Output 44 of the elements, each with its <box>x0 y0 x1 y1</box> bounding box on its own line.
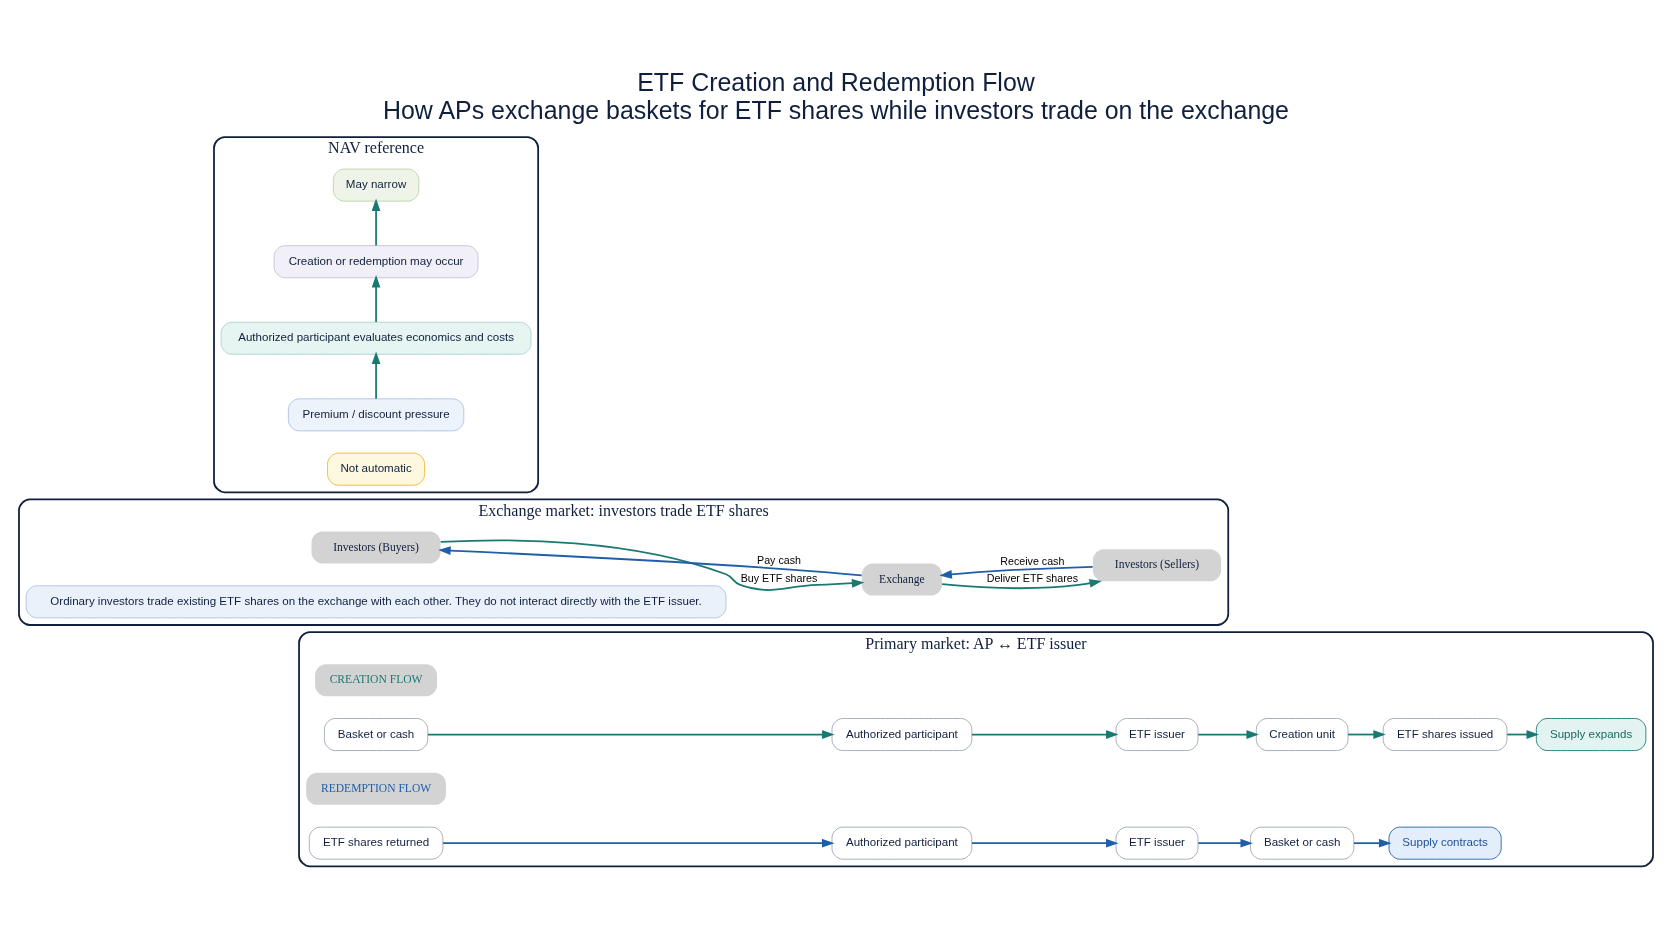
arrow <box>439 539 865 591</box>
arrow <box>941 579 1102 590</box>
node-box: Supply contracts <box>1388 826 1502 860</box>
arrow <box>1347 730 1386 739</box>
arrow <box>371 198 381 247</box>
node-box: ETF shares returned <box>308 826 444 860</box>
arrow <box>971 730 1119 739</box>
arrow <box>371 351 381 400</box>
node-box: Authorized participant <box>831 826 973 860</box>
node-box: Creation unit <box>1255 718 1349 751</box>
caption: How APs exchange baskets for ETF shares while investors trade on the exchange <box>383 95 1289 124</box>
arrow <box>442 838 835 848</box>
edge-label: Buy ETF shares <box>740 571 818 584</box>
arrow <box>427 730 835 739</box>
node-box: CREATION FLOW <box>315 664 438 697</box>
node-box: May narrow <box>332 168 420 202</box>
node-box: Creation or redemption may occur <box>273 245 479 279</box>
arrow <box>971 838 1119 848</box>
arrow <box>371 275 381 323</box>
node-box: ETF issuer <box>1115 718 1199 751</box>
node-box: Authorized participant <box>831 718 973 751</box>
node-box: Basket or cash <box>323 718 429 751</box>
arrow <box>1353 838 1392 848</box>
node-box: Supply expands <box>1535 718 1647 751</box>
diagram-title: ETF Creation and Redemption Flow <box>637 68 1035 97</box>
edge-label: Pay cash <box>757 554 801 567</box>
node-box: ETF shares issued <box>1382 718 1508 751</box>
arrow <box>1197 838 1253 848</box>
node-box: REDEMPTION FLOW <box>306 772 446 805</box>
node-box: Not automatic <box>327 452 426 486</box>
edge-label: Receive cash <box>1000 554 1065 567</box>
arrow <box>1506 730 1539 739</box>
arrow <box>1197 730 1259 739</box>
node-box: Exchange <box>861 563 942 596</box>
node-box: Investors (Buyers) <box>311 531 441 564</box>
arrow <box>939 565 1094 579</box>
edge-label: Deliver ETF shares <box>986 571 1079 584</box>
node-box: Premium / discount pressure <box>287 398 465 432</box>
node-box: Ordinary investors trade existing ETF shares on the exchange with each other. They do not interact directly with the ETF issuer. <box>25 585 727 619</box>
node-box: ETF issuer <box>1115 826 1199 860</box>
node-box: Authorized participant evaluates economics and costs <box>220 321 532 355</box>
node-box: Basket or cash <box>1250 826 1355 860</box>
arrow <box>438 546 863 577</box>
node-box: Investors (Sellers) <box>1092 549 1222 582</box>
